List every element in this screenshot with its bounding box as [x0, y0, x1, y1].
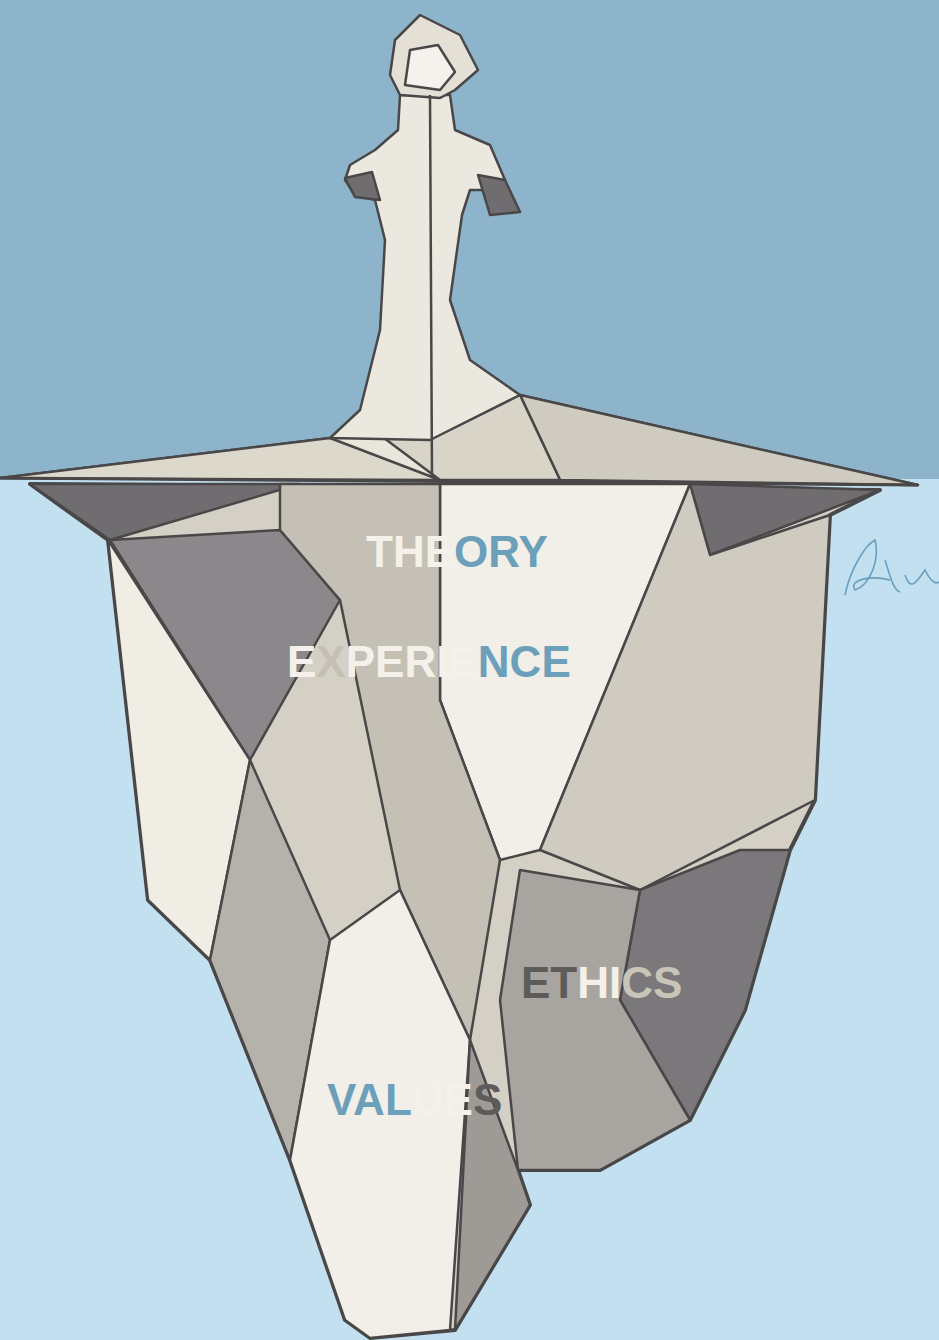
- label-letter: C: [510, 637, 542, 686]
- label-letter: U: [412, 1075, 444, 1124]
- label-letter: E: [287, 637, 316, 686]
- iceberg: [0, 15, 918, 1338]
- iceberg-label: THEORY: [366, 530, 548, 574]
- label-letter: C: [621, 958, 653, 1007]
- label-letter: Y: [518, 527, 547, 576]
- label-letter: T: [550, 958, 577, 1007]
- label-letter: S: [653, 958, 682, 1007]
- label-letter: E: [448, 637, 477, 686]
- label-letter: V: [327, 1075, 353, 1124]
- iceberg-label: EXPERIENCE: [287, 640, 571, 684]
- label-letter: P: [346, 637, 375, 686]
- iceberg-label: VALUES: [327, 1078, 502, 1122]
- label-letter: E: [541, 637, 570, 686]
- label-letter: H: [393, 527, 425, 576]
- label-letter: E: [521, 958, 550, 1007]
- signature: [845, 540, 939, 595]
- label-letter: N: [478, 637, 510, 686]
- label-letter: I: [436, 637, 448, 686]
- label-letter: I: [609, 958, 621, 1007]
- label-letter: R: [488, 527, 518, 576]
- water: [0, 479, 939, 1340]
- label-letter: E: [425, 527, 454, 576]
- label-letter: O: [454, 527, 488, 576]
- iceberg-label: ETHICS: [521, 961, 682, 1005]
- label-letter: A: [353, 1075, 385, 1124]
- label-letter: S: [473, 1075, 502, 1124]
- label-letter: T: [366, 527, 393, 576]
- label-letter: L: [385, 1075, 412, 1124]
- label-letter: R: [404, 637, 436, 686]
- label-letter: E: [444, 1075, 473, 1124]
- label-letter: X: [316, 637, 345, 686]
- label-letter: H: [577, 958, 609, 1007]
- label-letter: E: [375, 637, 404, 686]
- sky: [0, 0, 939, 479]
